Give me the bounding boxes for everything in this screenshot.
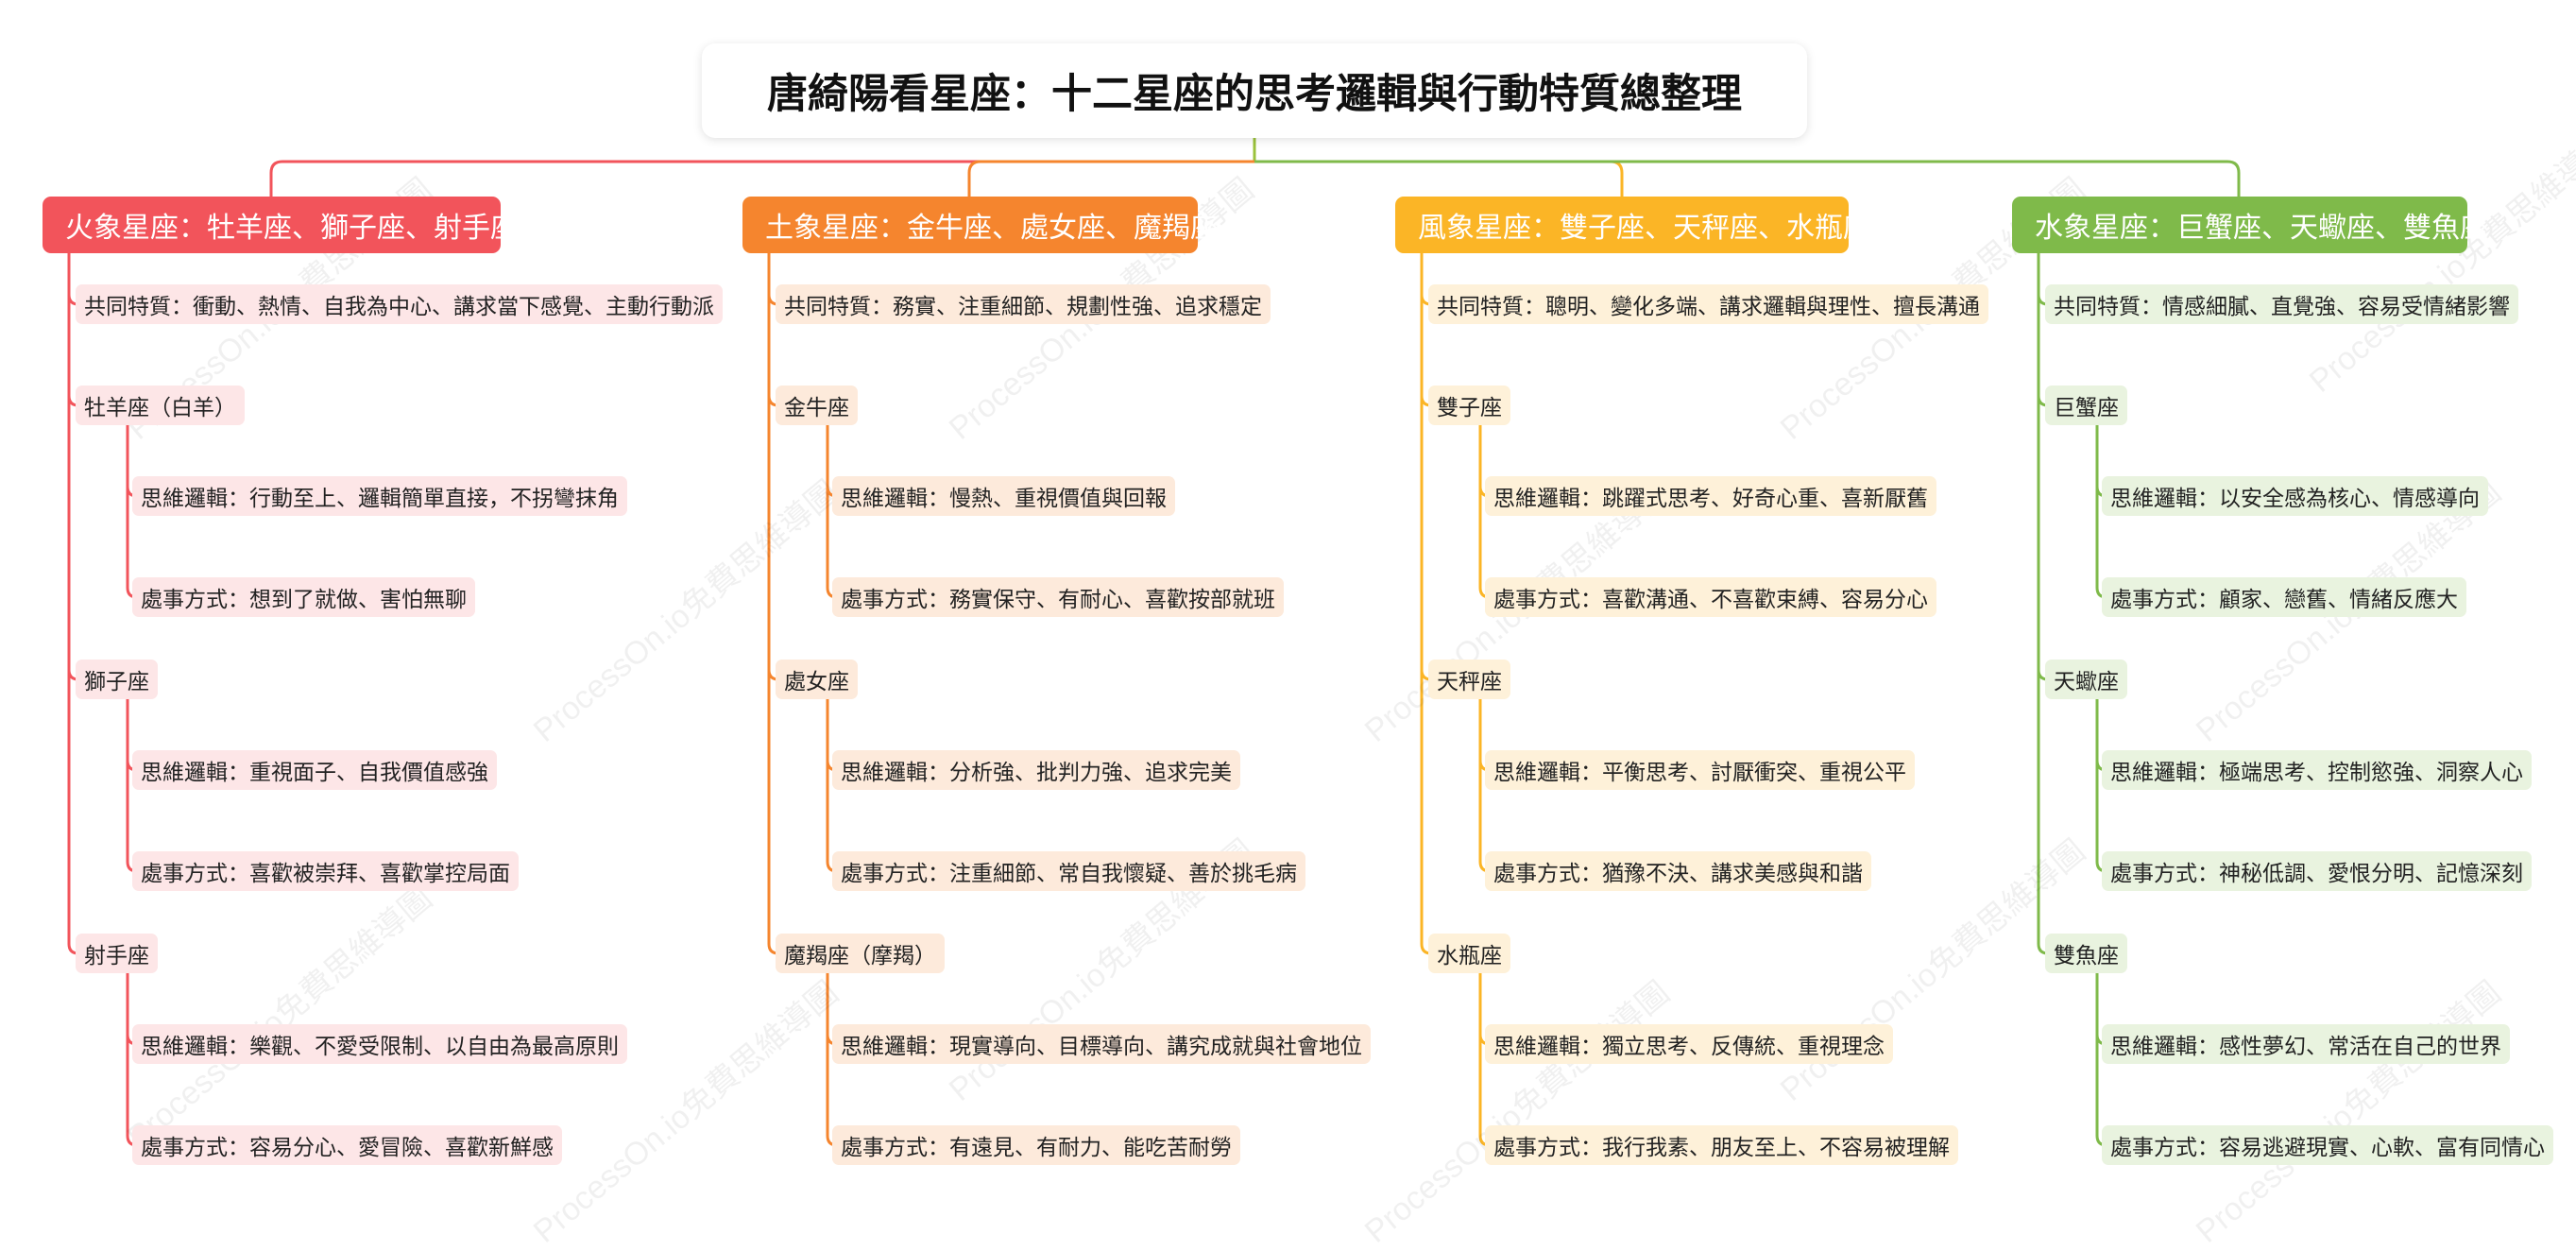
sign-node[interactable]: 射手座 xyxy=(76,934,158,973)
action-style-node[interactable]: 處事方式：喜歡被崇拜、喜歡掌控局面 xyxy=(132,851,519,891)
sign-node[interactable]: 巨蟹座 xyxy=(2045,386,2127,425)
thinking-logic-node[interactable]: 思維邏輯：樂觀、不愛受限制、以自由為最高原則 xyxy=(132,1024,627,1064)
thinking-logic-node[interactable]: 思維邏輯：感性夢幻、常活在自己的世界 xyxy=(2102,1024,2510,1064)
thinking-logic-node[interactable]: 思維邏輯：現實導向、目標導向、講究成就與社會地位 xyxy=(832,1024,1371,1064)
thinking-logic-node[interactable]: 思維邏輯：重視面子、自我價值感強 xyxy=(132,750,497,790)
common-trait-node[interactable]: 共同特質：衝動、熱情、自我為中心、講求當下感覺、主動行動派 xyxy=(76,284,723,324)
action-style-node[interactable]: 處事方式：我行我素、朋友至上、不容易被理解 xyxy=(1485,1125,1958,1165)
action-style-node[interactable]: 處事方式：注重細節、常自我懷疑、善於挑毛病 xyxy=(832,851,1305,891)
category-node[interactable]: 土象星座：金牛座、處女座、魔羯座 xyxy=(742,197,1219,253)
category-node[interactable]: 火象星座：牡羊座、獅子座、射手座 xyxy=(43,197,519,253)
thinking-logic-node[interactable]: 思維邏輯：慢熱、重視價值與回報 xyxy=(832,476,1175,516)
action-style-node[interactable]: 處事方式：有遠見、有耐力、能吃苦耐勞 xyxy=(832,1125,1240,1165)
thinking-logic-node[interactable]: 思維邏輯：極端思考、控制慾強、洞察人心 xyxy=(2102,750,2532,790)
branch-drop-line xyxy=(1254,160,2241,197)
branch-drop-line xyxy=(967,160,1254,197)
category-node[interactable]: 水象星座：巨蟹座、天蠍座、雙魚座 xyxy=(2012,197,2488,253)
sign-node[interactable]: 處女座 xyxy=(776,660,858,699)
branch-drop-line xyxy=(269,160,1254,197)
central-topic[interactable]: 唐綺陽看星座：十二星座的思考邏輯與行動特質總整理 xyxy=(702,43,1807,138)
sign-node[interactable]: 雙子座 xyxy=(1428,386,1510,425)
thinking-logic-node[interactable]: 思維邏輯：以安全感為核心、情感導向 xyxy=(2102,476,2488,516)
action-style-node[interactable]: 處事方式：容易分心、愛冒險、喜歡新鮮感 xyxy=(132,1125,562,1165)
action-style-node[interactable]: 處事方式：神秘低調、愛恨分明、記憶深刻 xyxy=(2102,851,2532,891)
sign-node[interactable]: 獅子座 xyxy=(76,660,158,699)
branch-drop-line xyxy=(1254,160,1624,197)
sign-node[interactable]: 牡羊座（白羊） xyxy=(76,386,245,425)
common-trait-node[interactable]: 共同特質：情感細膩、直覺強、容易受情緒影響 xyxy=(2045,284,2518,324)
sign-node[interactable]: 金牛座 xyxy=(776,386,858,425)
sign-node[interactable]: 天蠍座 xyxy=(2045,660,2127,699)
thinking-logic-node[interactable]: 思維邏輯：行動至上、邏輯簡單直接，不拐彎抹角 xyxy=(132,476,627,516)
sign-node[interactable]: 天秤座 xyxy=(1428,660,1510,699)
thinking-logic-node[interactable]: 思維邏輯：跳躍式思考、好奇心重、喜新厭舊 xyxy=(1485,476,1936,516)
thinking-logic-node[interactable]: 思維邏輯：平衡思考、討厭衝突、重視公平 xyxy=(1485,750,1915,790)
action-style-node[interactable]: 處事方式：務實保守、有耐心、喜歡按部就班 xyxy=(832,577,1284,617)
sign-node[interactable]: 水瓶座 xyxy=(1428,934,1510,973)
category-node[interactable]: 風象星座：雙子座、天秤座、水瓶座 xyxy=(1395,197,1871,253)
common-trait-node[interactable]: 共同特質：聰明、變化多端、講求邏輯與理性、擅長溝通 xyxy=(1428,284,1988,324)
action-style-node[interactable]: 處事方式：想到了就做、害怕無聊 xyxy=(132,577,475,617)
thinking-logic-node[interactable]: 思維邏輯：獨立思考、反傳統、重視理念 xyxy=(1485,1024,1893,1064)
action-style-node[interactable]: 處事方式：顧家、戀舊、情緒反應大 xyxy=(2102,577,2466,617)
common-trait-node[interactable]: 共同特質：務實、注重細節、規劃性強、追求穩定 xyxy=(776,284,1271,324)
action-style-node[interactable]: 處事方式：容易逃避現實、心軟、富有同情心 xyxy=(2102,1125,2553,1165)
action-style-node[interactable]: 處事方式：猶豫不決、講求美感與和諧 xyxy=(1485,851,1871,891)
sign-node[interactable]: 雙魚座 xyxy=(2045,934,2127,973)
action-style-node[interactable]: 處事方式：喜歡溝通、不喜歡束縛、容易分心 xyxy=(1485,577,1936,617)
thinking-logic-node[interactable]: 思維邏輯：分析強、批判力強、追求完美 xyxy=(832,750,1240,790)
sign-node[interactable]: 魔羯座（摩羯） xyxy=(776,934,945,973)
